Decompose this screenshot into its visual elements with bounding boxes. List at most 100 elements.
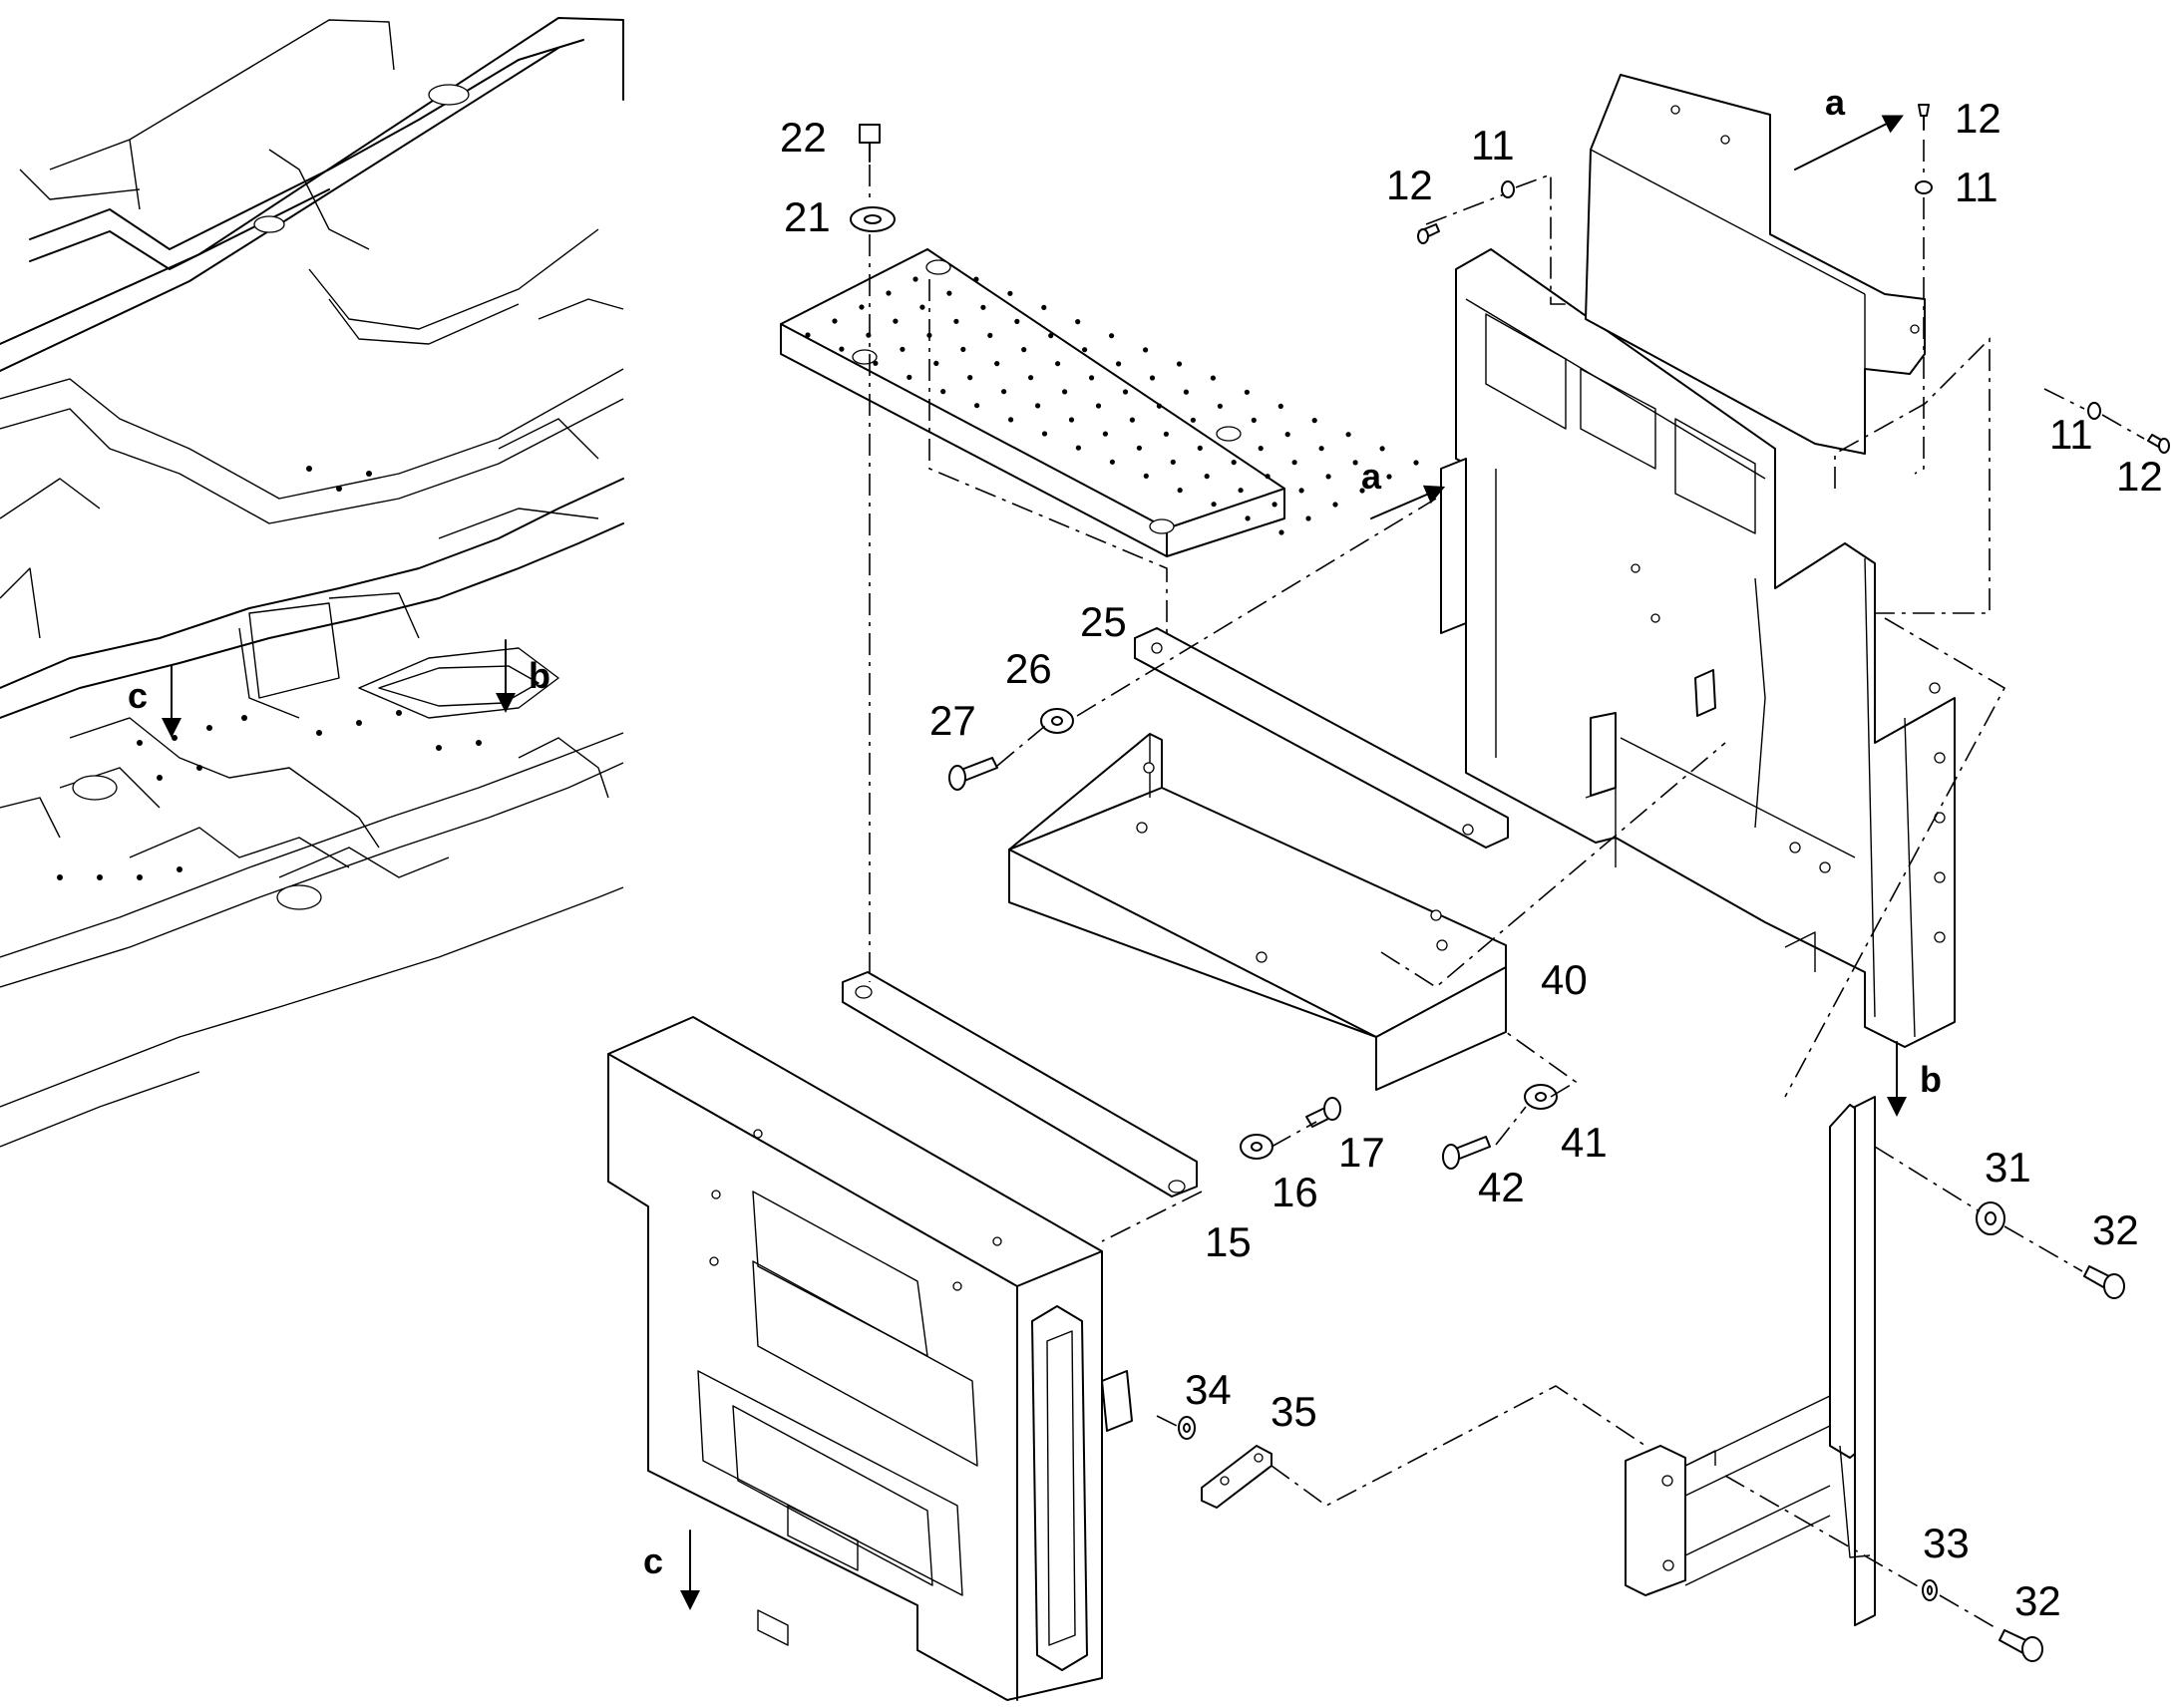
callout-41: 41 xyxy=(1561,1119,1608,1166)
perforation-hole xyxy=(805,332,811,338)
perforation-hole xyxy=(1035,403,1041,409)
perforation-hole xyxy=(1102,431,1108,437)
perforation-hole xyxy=(1265,474,1271,480)
callout-12-right: 12 xyxy=(2116,453,2163,500)
screw-12-right xyxy=(2147,434,2170,454)
callout-33: 33 xyxy=(1923,1520,1970,1566)
perforation-hole xyxy=(994,361,1000,367)
callout-12-left: 12 xyxy=(1386,162,1433,208)
perforation-hole xyxy=(946,290,952,296)
callout-21: 21 xyxy=(784,193,831,240)
screw-12-top xyxy=(1918,104,1930,131)
perforation-hole xyxy=(1311,418,1317,424)
perforation-hole xyxy=(1149,375,1156,381)
callout-40: 40 xyxy=(1541,956,1588,1003)
callout-22: 22 xyxy=(780,114,827,161)
callout-16: 16 xyxy=(1272,1169,1318,1215)
perforation-hole xyxy=(1318,446,1324,452)
washer-11-left xyxy=(1501,180,1515,198)
washer-33 xyxy=(1922,1579,1938,1601)
washer-16 xyxy=(1240,1134,1273,1160)
washer-31 xyxy=(1976,1201,2005,1235)
view-arrow-b-right: b xyxy=(1887,1041,1942,1117)
assembly-lines xyxy=(869,140,2145,1628)
perforation-hole xyxy=(1345,432,1351,438)
perforation-hole xyxy=(1136,445,1142,451)
perforation-hole xyxy=(1163,431,1169,437)
perforation-hole xyxy=(1183,389,1189,395)
perforation-hole xyxy=(940,389,946,395)
perforation-hole xyxy=(967,375,973,381)
perforation-hole xyxy=(1197,445,1203,451)
view-letter-a-top: a xyxy=(1825,82,1846,123)
perforation-hole xyxy=(1007,290,1013,296)
chassis-frame xyxy=(0,17,624,1148)
perforation-hole xyxy=(1359,488,1365,494)
washer-21 xyxy=(850,206,896,232)
perforation-hole xyxy=(1143,347,1149,353)
perforation-hole xyxy=(1095,403,1102,409)
perforation-hole xyxy=(1284,432,1290,438)
view-arrow-a-mid: a xyxy=(1361,456,1446,519)
perforation-hole xyxy=(1109,459,1115,465)
perforation-hole xyxy=(839,346,845,352)
view-letter-b-chassis: b xyxy=(529,655,550,696)
callout-32-upper: 32 xyxy=(2092,1206,2139,1253)
perforated-step-plate xyxy=(780,248,1419,557)
perforation-hole xyxy=(1251,417,1257,423)
washer-41 xyxy=(1524,1084,1558,1110)
bolt-17 xyxy=(1305,1097,1341,1128)
perforation-hole xyxy=(832,318,838,324)
perforation-hole xyxy=(980,304,986,310)
callout-34: 34 xyxy=(1185,1366,1232,1413)
top-hood xyxy=(1585,74,1926,455)
view-arrow-a-top: a xyxy=(1794,82,1904,171)
perforation-hole xyxy=(933,360,939,366)
rear-panel-assembly xyxy=(1440,248,1956,1048)
perforation-hole xyxy=(1048,333,1054,339)
perforation-hole xyxy=(1190,417,1196,423)
callout-labels: 22 21 11 12 12 11 11 12 25 26 27 40 17 1… xyxy=(780,95,2163,1624)
perforation-hole xyxy=(1291,460,1297,466)
perforation-hole xyxy=(1014,318,1020,324)
callout-31: 31 xyxy=(1985,1144,2031,1191)
view-arrow-c-bottom: c xyxy=(643,1530,700,1610)
perforation-hole xyxy=(1204,474,1210,480)
washer-11-top xyxy=(1915,180,1933,194)
callout-11-right: 11 xyxy=(2049,411,2093,458)
washer-26 xyxy=(1040,708,1074,734)
tray-40 xyxy=(1008,733,1507,1091)
callout-17: 17 xyxy=(1338,1129,1385,1176)
view-letter-a-mid: a xyxy=(1361,456,1382,497)
callout-11-left: 11 xyxy=(1471,122,1515,169)
plate-35 xyxy=(1201,1445,1272,1509)
perforation-hole xyxy=(1075,319,1081,325)
perforation-hole xyxy=(1156,403,1162,409)
bolt-32-lower xyxy=(1998,1629,2043,1662)
perforation-hole xyxy=(1379,446,1385,452)
perforation-hole xyxy=(1217,403,1223,409)
callout-42: 42 xyxy=(1478,1164,1525,1210)
bracket-15 xyxy=(842,971,1198,1197)
perforation-hole xyxy=(1244,389,1250,395)
battery-box xyxy=(607,1016,1133,1701)
perforation-hole xyxy=(912,276,918,282)
perforation-hole xyxy=(1210,375,1216,381)
perforation-hole xyxy=(1332,502,1338,508)
perforation-hole xyxy=(973,276,979,282)
perforation-hole xyxy=(886,290,892,296)
bolt-27 xyxy=(948,757,998,791)
washer-11-right xyxy=(2087,402,2101,420)
perforation-hole xyxy=(960,346,966,352)
perforation-hole xyxy=(1109,333,1115,339)
perforation-hole xyxy=(1211,502,1217,508)
chassis-view-arrow-b: b xyxy=(496,639,550,713)
perforation-hole xyxy=(1082,347,1088,353)
view-letter-b-right: b xyxy=(1920,1059,1942,1100)
perforation-hole xyxy=(1122,389,1129,395)
bolt-42 xyxy=(1442,1136,1491,1170)
perforation-hole xyxy=(859,304,865,310)
callout-32-lower: 32 xyxy=(2014,1577,2061,1624)
perforation-hole xyxy=(1116,361,1122,367)
